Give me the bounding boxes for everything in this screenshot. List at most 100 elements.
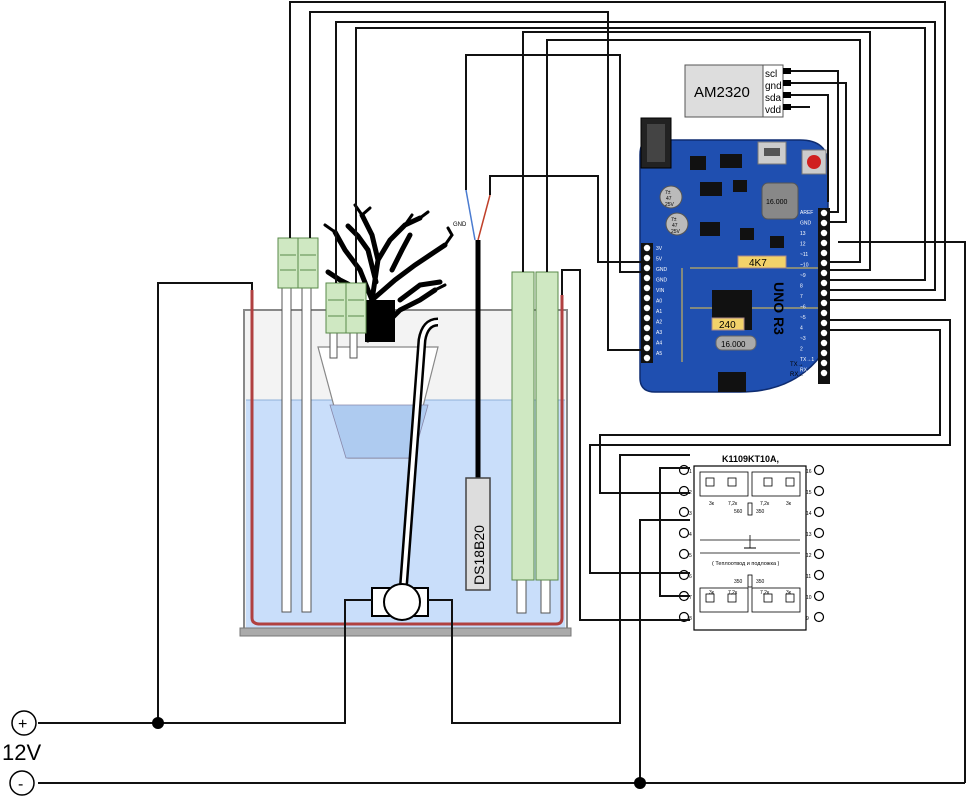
arduino-header-pin: [643, 344, 651, 352]
cap1-line2: 47: [666, 196, 672, 202]
temp-probe-label: DS18B20: [471, 525, 487, 585]
moisture-probe-left: [277, 237, 319, 613]
arduino-left-pin-label: A5: [656, 351, 662, 357]
driver-ic-right-pin: [813, 548, 825, 560]
driver-ic-right-pin-number: 9: [806, 616, 809, 622]
arduino-uno: 7± 47 25V 7± 47 25V 16.000 4K7 240: [639, 117, 830, 393]
plant-cup: [317, 346, 439, 459]
driver-ic: K1109KT10A, ( Теплоотвод и подложка ) 3к…: [693, 454, 807, 631]
arduino-header-pin: [643, 274, 651, 282]
ic-r-top-3: 7,2к: [760, 501, 770, 507]
ic-r-bot-3: 3к: [709, 590, 715, 596]
junction-plus: [152, 717, 164, 729]
arduino-header-pin: [643, 334, 651, 342]
arduino-left-pin-label: A2: [656, 320, 662, 326]
driver-ic-right-pin: [813, 506, 825, 518]
driver-ic-right-pin-number: 15: [806, 490, 812, 496]
arduino-right-pin-label: RX←0: [800, 368, 815, 374]
water-pump: [371, 583, 429, 621]
junction-minus: [634, 777, 646, 789]
driver-ic-right-pin: [813, 611, 825, 623]
driver-ic-name: K1109KT10A,: [722, 454, 779, 464]
arduino-header-pin: [820, 359, 828, 367]
arduino-header-pin: [820, 209, 828, 217]
ic-r-bot-4: 7,2к: [728, 590, 738, 596]
plus-sign: +: [18, 716, 27, 733]
crystal-small-label: 16.000: [721, 340, 746, 349]
arduino-right-pin-label: ~9: [800, 273, 806, 279]
arduino-header-pin: [820, 229, 828, 237]
arduino-right-pin-label: 7: [800, 294, 803, 300]
arduino-header-pin: [643, 264, 651, 272]
arduino-header-pins: [643, 209, 828, 377]
crystal-label: 16.000: [766, 199, 788, 206]
arduino-left-pin-label: A3: [656, 330, 662, 336]
am2320-label: AM2320: [694, 84, 750, 101]
am2320-pin-sda: sda: [765, 93, 782, 104]
arduino-left-pin-label: GND: [656, 278, 668, 284]
arduino-header-pin: [820, 289, 828, 297]
arduino-left-pin-label: GND: [656, 267, 668, 273]
arduino-header-pin: [643, 294, 651, 302]
arduino-right-pin-label: ~6: [800, 305, 806, 311]
cap2-line3: 25V: [671, 229, 681, 235]
arduino-left-pin-label: A1: [656, 309, 662, 315]
driver-ic-left-pin-number: 6: [689, 574, 692, 580]
arduino-left-pin-label: A4: [656, 341, 662, 347]
driver-ic-left-pin: [678, 548, 690, 560]
plus-terminal: [11, 710, 37, 736]
driver-ic-right-pin-number: 11: [806, 574, 811, 580]
arduino-header-pin: [820, 309, 828, 317]
driver-ic-right-pin: [813, 464, 825, 476]
cap1-line3: 25V: [665, 202, 675, 208]
arduino-header-pin: [820, 269, 828, 277]
am2320-pin-gnd: gnd: [765, 81, 782, 92]
voltage-label: 12V: [2, 740, 41, 765]
arduino-header-pin: [643, 284, 651, 292]
driver-ic-right-pin: [813, 527, 825, 539]
driver-ic-left-pin-number: 1: [689, 469, 692, 475]
arduino-header-pin: [820, 239, 828, 247]
arduino-left-pin-label: VIN: [656, 288, 665, 294]
driver-ic-left-pin: [678, 506, 690, 518]
arduino-header-pin: [820, 339, 828, 347]
driver-ic-left-pin: [678, 569, 690, 581]
resistor-4k7-label: 4K7: [749, 258, 767, 269]
arduino-right-pin-label: 2: [800, 347, 803, 353]
arduino-header-pin: [820, 249, 828, 257]
arduino-header-pin: [820, 369, 828, 377]
rx-label: RX←: [790, 372, 804, 378]
power-supply: + 12V -: [2, 710, 41, 796]
driver-ic-left-pin-number: 4: [689, 532, 692, 538]
driver-ic-right-pin-number: 14: [806, 511, 812, 517]
am2320-pin-scl: scl: [765, 69, 777, 80]
arduino-right-pin-label: TX→1: [800, 357, 814, 363]
arduino-right-pin-label: 13: [800, 231, 806, 237]
ic-r-bot-6: 3к: [786, 590, 792, 596]
arduino-header-pin: [820, 349, 828, 357]
arduino-header-pin: [820, 329, 828, 337]
arduino-header-pin: [820, 279, 828, 287]
driver-ic-left-pin: [678, 485, 690, 497]
cap2-line2: 47: [672, 223, 678, 229]
arduino-right-pin-label: ~10: [800, 263, 809, 269]
wiring: [38, 1, 966, 784]
arduino-right-pin-label: 12: [800, 242, 806, 248]
cap1-line1: 7±: [665, 190, 671, 196]
resistor-240-label: 240: [719, 320, 736, 331]
am2320-sensor: AM2320 scl gnd sda vdd: [684, 64, 791, 118]
ic-r-top-1: 3к: [709, 501, 715, 507]
am2320-pin-vdd: vdd: [765, 105, 781, 116]
arduino-header-pin: [643, 254, 651, 262]
arduino-left-pin-label: 3V: [656, 246, 663, 252]
driver-ic-right-pin-number: 12: [806, 553, 812, 559]
minus-terminal: [9, 770, 35, 796]
driver-ic-right-pin: [813, 590, 825, 602]
driver-ic-right-pin: [813, 569, 825, 581]
temperature-probe: DS18B20 GND: [453, 60, 491, 591]
arduino-header-pin: [643, 324, 651, 332]
temp-probe-gnd-label: GND: [453, 222, 467, 228]
arduino-header-pin: [820, 299, 828, 307]
